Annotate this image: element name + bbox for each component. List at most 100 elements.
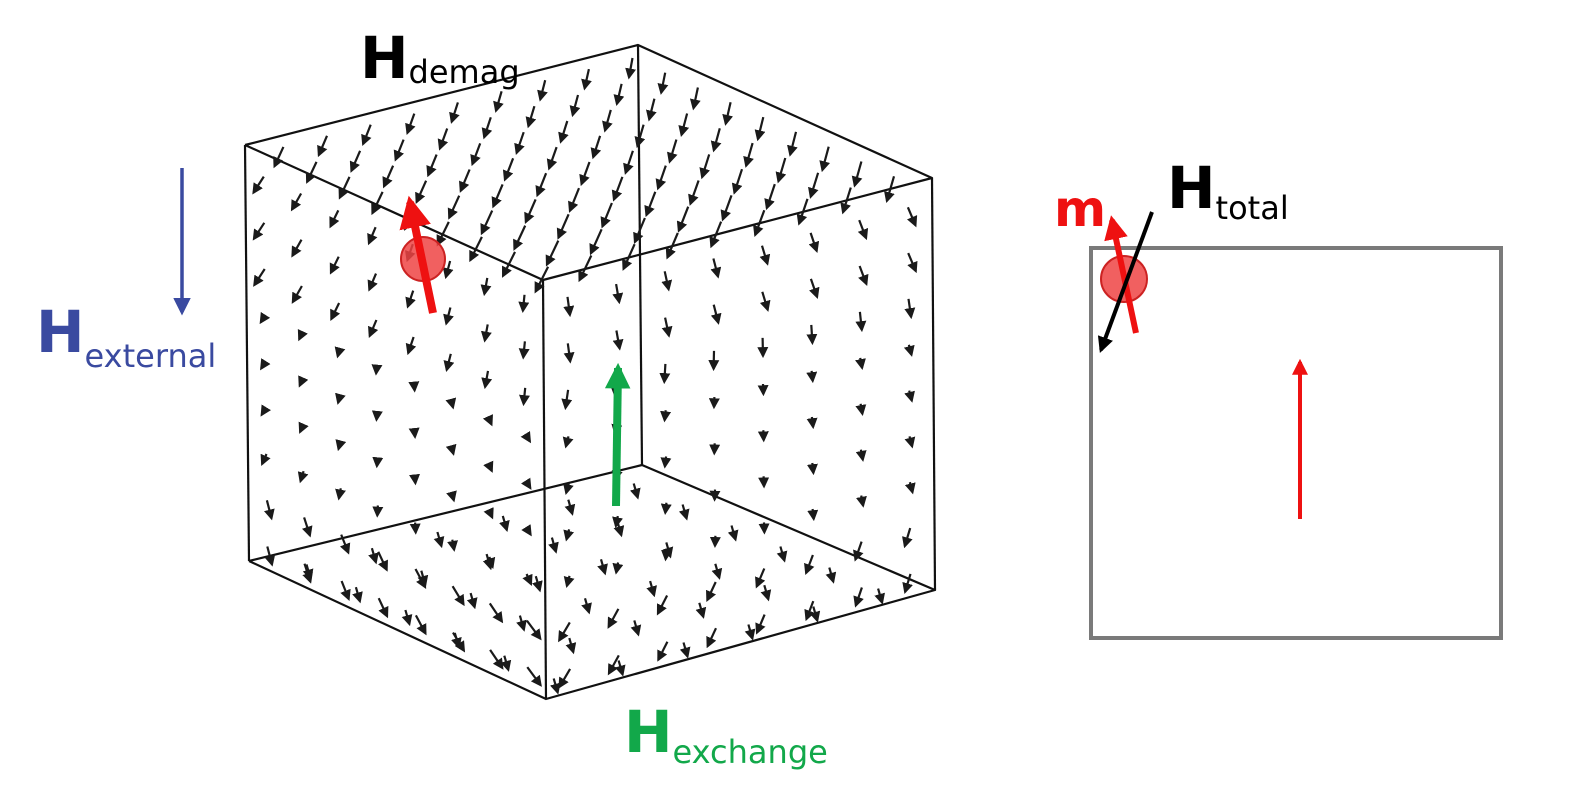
field-arrow — [349, 150, 362, 173]
field-arrow — [520, 477, 532, 490]
field-arrow — [526, 619, 542, 641]
field-arrow — [743, 142, 754, 168]
field-arrow — [371, 191, 384, 216]
field-arrow — [809, 278, 820, 299]
field-arrow — [657, 641, 669, 662]
field-arrow — [367, 273, 378, 292]
field-arrow — [775, 157, 787, 184]
field-arrow — [443, 353, 455, 373]
field-arrow — [646, 98, 657, 122]
field-arrow — [600, 202, 613, 229]
field-arrow — [623, 150, 634, 175]
field-arrow — [301, 517, 313, 538]
field-arrow — [613, 520, 625, 538]
field-arrow — [545, 240, 560, 267]
h-external-main: H — [36, 298, 85, 366]
field-arrow — [518, 294, 530, 313]
field-arrow — [759, 245, 771, 266]
field-arrow — [625, 57, 636, 80]
field-arrow — [855, 311, 867, 333]
field-arrow — [521, 524, 532, 537]
field-arrow — [483, 460, 494, 473]
field-arrow — [524, 198, 537, 225]
field-arrow — [807, 508, 819, 522]
cube-wireframe — [243, 43, 937, 701]
field-arrow — [569, 94, 581, 118]
field-arrow — [408, 427, 420, 439]
field-arrow — [449, 102, 460, 124]
field-arrow — [260, 453, 271, 467]
h-demag-label: Hdemag — [360, 24, 520, 92]
field-arrow — [720, 195, 733, 222]
field-arrow — [579, 161, 591, 187]
field-arrow — [297, 329, 308, 342]
field-arrow — [857, 219, 869, 241]
field-arrow — [612, 283, 624, 305]
field-arrow — [377, 597, 389, 619]
field-arrow — [661, 549, 673, 562]
field-arrow — [372, 456, 384, 469]
field-arrow — [589, 228, 603, 256]
field-arrow — [806, 416, 818, 430]
field-arrow — [317, 135, 329, 158]
field-arrow — [415, 180, 428, 205]
field-arrow — [819, 146, 831, 173]
field-arrow — [581, 68, 592, 91]
field-arrow — [796, 198, 809, 226]
corner-moment — [1097, 211, 1154, 354]
field-arrow — [352, 586, 363, 604]
field-arrow — [665, 232, 679, 260]
field-arrow — [853, 587, 864, 608]
field-arrow — [433, 531, 445, 549]
field-arrow — [660, 456, 672, 469]
field-arrow — [483, 507, 494, 520]
field-arrow — [481, 116, 493, 140]
field-arrow — [568, 187, 581, 213]
field-arrow — [855, 449, 867, 462]
field-arrow — [688, 180, 700, 206]
field-arrow — [298, 421, 309, 434]
field-arrow — [855, 403, 867, 416]
field-arrow — [804, 600, 815, 622]
field-arrow — [804, 554, 815, 576]
field-arrow — [558, 120, 569, 144]
field-arrow — [759, 291, 771, 312]
h-external-label: Hexternal — [36, 298, 216, 375]
field-arrow — [902, 573, 913, 595]
field-arrow — [806, 462, 818, 476]
field-arrow — [437, 128, 449, 151]
field-arrow — [408, 381, 420, 393]
field-arrow — [340, 580, 351, 602]
field-arrow — [564, 499, 576, 516]
field-arrow — [808, 172, 820, 199]
field-arrow — [481, 370, 493, 390]
field-arrow — [393, 139, 405, 162]
field-arrow — [607, 654, 620, 676]
field-arrow — [904, 298, 916, 320]
field-arrow — [760, 584, 772, 602]
field-arrow — [447, 539, 458, 552]
field-arrow — [493, 90, 504, 113]
field-arrow — [904, 436, 916, 449]
field-arrow — [629, 483, 641, 500]
field-arrow — [516, 615, 527, 632]
field-arrow — [667, 139, 678, 164]
field-arrow — [633, 217, 646, 245]
field-arrow — [290, 192, 303, 212]
field-arrow — [480, 277, 492, 297]
field-arrow — [755, 568, 766, 589]
field-arrow — [612, 562, 624, 575]
field-arrow — [744, 624, 756, 641]
field-arrow — [874, 588, 885, 605]
h-external-sub: external — [85, 337, 217, 375]
field-arrow — [372, 505, 384, 518]
field-arrow — [526, 666, 542, 687]
field-arrow — [409, 473, 420, 486]
field-arrow — [335, 392, 346, 405]
field-arrow — [470, 143, 482, 167]
field-arrow — [659, 363, 671, 385]
field-arrow — [253, 268, 266, 287]
field-arrow — [657, 72, 669, 95]
field-arrow — [447, 195, 461, 220]
field-arrow — [612, 515, 623, 529]
